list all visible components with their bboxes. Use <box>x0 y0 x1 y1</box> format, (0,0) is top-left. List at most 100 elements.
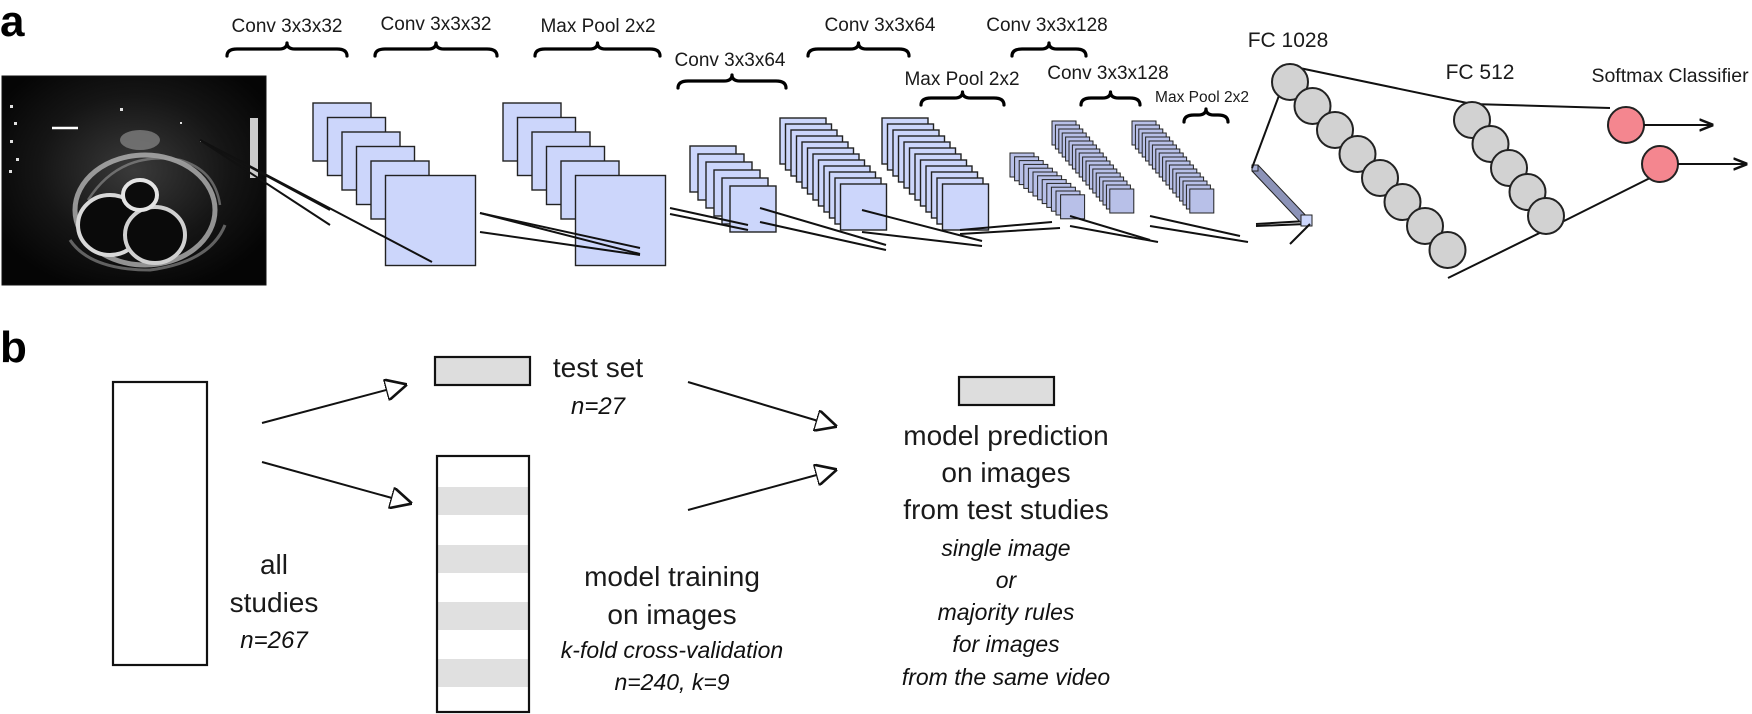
connection-line <box>959 227 1061 235</box>
prediction-option-5: from the same video <box>902 664 1111 690</box>
softmax-node <box>1607 106 1645 144</box>
prediction-line1: model prediction <box>903 420 1108 451</box>
fold-band <box>437 602 529 630</box>
fc1-node <box>1293 87 1332 125</box>
feature-map-stack <box>1009 152 1086 220</box>
fold-band <box>437 487 529 515</box>
softmax-label: Softmax Classifier <box>1591 65 1749 87</box>
all-studies-count: n=267 <box>240 627 309 654</box>
fc-connection <box>1289 65 1473 105</box>
connection-line <box>479 212 641 249</box>
layer-label: Max Pool 2x2 <box>540 16 655 37</box>
fc2-label: FC 512 <box>1446 61 1515 84</box>
fc1-node <box>1361 159 1399 197</box>
fold-band <box>437 545 529 573</box>
fc-connection <box>1471 103 1611 109</box>
connection-line <box>1255 223 1307 227</box>
feature-map <box>1109 188 1135 214</box>
feature-map <box>839 183 888 231</box>
flatten-bar <box>1251 164 1313 227</box>
feature-map-stack <box>779 117 888 231</box>
softmax-node <box>1641 145 1679 183</box>
arrow-test-to-prediction <box>687 381 835 426</box>
fc1-node <box>1316 111 1354 149</box>
connection-line <box>1069 225 1159 243</box>
connection-line <box>669 213 749 231</box>
connection-line <box>1255 220 1307 225</box>
fc1-node <box>1271 63 1309 101</box>
training-count: n=240, k=9 <box>614 669 729 695</box>
fc-connection <box>1289 223 1311 245</box>
all-studies-line1: all <box>260 549 288 580</box>
layer-brace <box>1079 90 1142 107</box>
panel-a-letter: a <box>0 0 25 46</box>
fc1-node <box>1383 183 1422 221</box>
feature-map-stack <box>881 117 990 231</box>
fold-band <box>437 659 529 687</box>
prediction-box <box>957 375 1056 407</box>
prediction-line3: from test studies <box>903 494 1108 525</box>
feature-map-stack <box>1131 120 1215 214</box>
layer-label: Conv 3x3x64 <box>675 50 786 71</box>
fc-connection <box>1561 177 1651 223</box>
layer-brace <box>806 41 911 58</box>
fc2-node <box>1527 197 1565 235</box>
test-set-count: n=27 <box>571 393 627 420</box>
feature-map <box>1189 188 1215 214</box>
test-set-label: test set <box>553 352 643 383</box>
arrow-to-training <box>261 461 410 503</box>
training-folds-box <box>435 454 531 714</box>
feature-map <box>941 183 990 231</box>
connection-line <box>199 139 331 226</box>
connection-line <box>759 207 887 246</box>
feature-map-stack <box>312 102 477 267</box>
feature-map <box>384 174 477 267</box>
layer-label: Conv 3x3x32 <box>381 14 492 35</box>
layer-brace <box>533 41 662 58</box>
layer-brace <box>373 41 499 58</box>
connection-line <box>669 207 749 226</box>
feature-map <box>1060 194 1086 220</box>
connection-line <box>479 231 641 256</box>
fc1-node <box>1406 207 1444 245</box>
prediction-option-1: single image <box>941 535 1070 561</box>
training-line1: model training <box>584 561 760 592</box>
arrow-training-to-prediction <box>687 470 835 511</box>
layer-brace <box>1010 41 1088 58</box>
feature-map-stack <box>502 102 667 267</box>
layer-label: Conv 3x3x128 <box>986 15 1107 36</box>
all-studies-line2: studies <box>230 587 319 618</box>
training-method: k-fold cross-validation <box>561 637 783 663</box>
feature-map-stack <box>1051 120 1135 214</box>
prediction-option-3: majority rules <box>938 599 1075 625</box>
layer-label: Max Pool 2x2 <box>1155 89 1249 106</box>
feature-map-stack <box>689 145 777 233</box>
all-studies-box <box>111 380 209 667</box>
connection-line <box>861 209 983 242</box>
fc1-node <box>1428 231 1467 269</box>
layer-label: Conv 3x3x32 <box>232 16 343 37</box>
feature-map <box>729 185 777 233</box>
echo-input-image <box>1 75 267 286</box>
connection-line <box>861 231 983 247</box>
connection-line <box>1149 215 1241 237</box>
layer-brace <box>919 90 1006 107</box>
arrow-to-test-set <box>261 385 405 424</box>
layer-label: Max Pool 2x2 <box>904 69 1019 90</box>
connection-line <box>1149 225 1249 243</box>
layer-brace <box>676 73 788 90</box>
connection-line <box>759 221 887 251</box>
test-set-box <box>433 355 532 387</box>
panel-b-letter: b <box>0 323 27 372</box>
fc1-node <box>1338 135 1377 173</box>
layer-label: Conv 3x3x128 <box>1047 63 1168 84</box>
prediction-option-2: or <box>996 567 1018 593</box>
connection-line <box>1069 215 1151 241</box>
training-line2: on images <box>607 599 736 630</box>
layer-brace <box>1182 107 1230 124</box>
layer-label: Conv 3x3x64 <box>825 15 936 36</box>
fc1-label: FC 1028 <box>1248 29 1329 52</box>
layer-brace <box>225 41 349 58</box>
connection-line <box>959 221 1053 231</box>
